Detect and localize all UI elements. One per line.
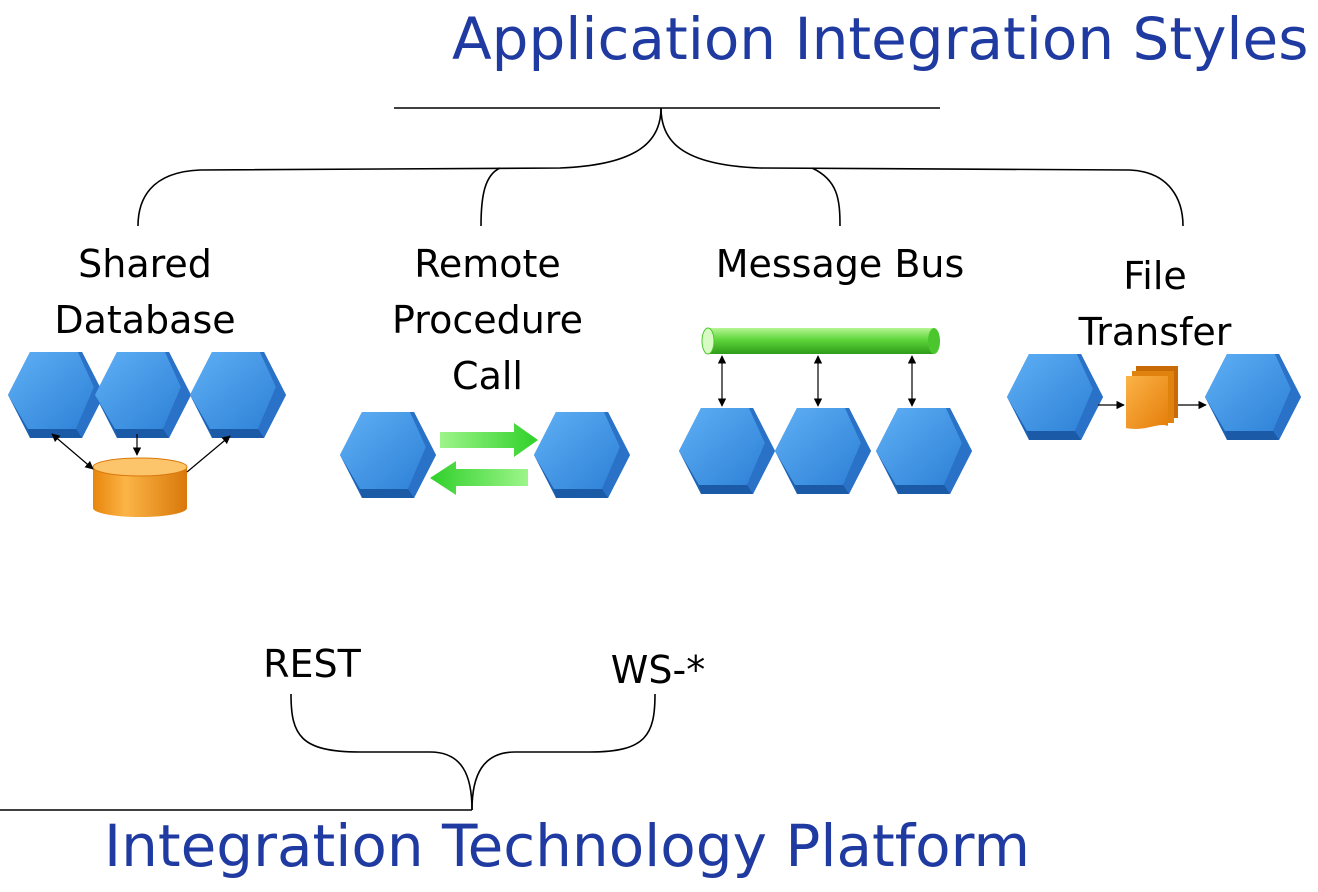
brace-branch-shared-db	[137, 107, 662, 227]
file-transfer-figure	[1007, 354, 1301, 440]
arrow-right-icon	[440, 423, 538, 457]
label-message-bus: Message Bus	[690, 236, 990, 292]
database-icon	[92, 457, 188, 517]
label-shared-database: Shared Database	[40, 236, 250, 348]
message-bus-figure	[679, 327, 972, 494]
application-hexagon-icon	[775, 408, 871, 494]
application-hexagon-icon	[8, 352, 104, 438]
label-line: Remote	[414, 242, 561, 286]
label-line: Procedure	[392, 298, 583, 342]
application-hexagon-icon	[1007, 354, 1103, 440]
diagram-title-bottom: Integration Technology Platform	[104, 812, 1030, 880]
label-remote-procedure-call: Remote Procedure Call	[370, 236, 605, 404]
arrow-icon	[186, 435, 231, 473]
label-line: Call	[452, 354, 523, 398]
rpc-figure	[340, 412, 630, 498]
arrow-icon	[51, 433, 94, 470]
application-hexagon-icon	[190, 352, 286, 438]
brace-branch-rest	[290, 693, 473, 811]
diagram-title-top: Application Integration Styles	[452, 5, 1309, 73]
top-brace	[137, 107, 1184, 227]
label-line: Shared	[78, 242, 212, 286]
arrow-left-icon	[430, 461, 528, 495]
label-rest: REST	[263, 642, 361, 686]
application-hexagon-icon	[679, 408, 775, 494]
brace-branch-file-transfer	[660, 107, 1184, 227]
label-file-transfer: File Transfer	[1060, 248, 1250, 360]
brace-branch-message-bus	[811, 167, 841, 227]
label-ws-star: WS-*	[610, 648, 706, 692]
brace-branch-rpc	[480, 167, 501, 227]
application-hexagon-icon	[1205, 354, 1301, 440]
bottom-brace	[0, 693, 656, 811]
message-bus-icon	[701, 327, 940, 355]
application-hexagon-icon	[534, 412, 630, 498]
label-line: Database	[54, 298, 236, 342]
label-line: File	[1123, 254, 1187, 298]
application-hexagon-icon	[340, 412, 436, 498]
application-hexagon-icon	[876, 408, 972, 494]
file-stack-icon	[1126, 366, 1178, 429]
application-hexagon-icon	[95, 352, 191, 438]
brace-branch-ws	[471, 693, 656, 811]
label-line: Message Bus	[715, 242, 965, 286]
label-line: Transfer	[1078, 310, 1232, 354]
shared-database-figure	[8, 352, 286, 517]
